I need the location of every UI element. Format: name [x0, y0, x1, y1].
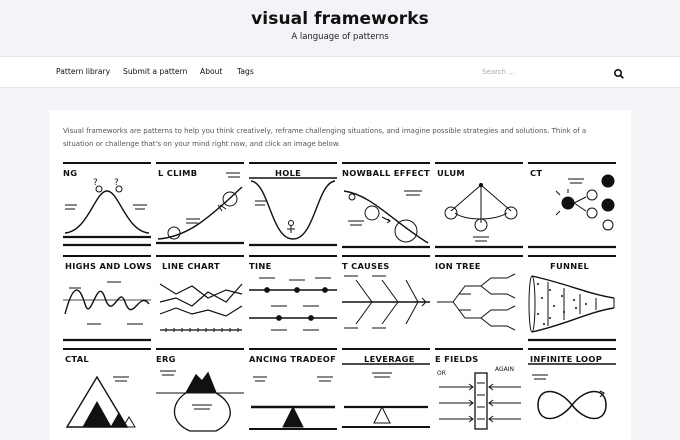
pattern-tile[interactable]: ERG	[156, 347, 244, 435]
hole-illustration	[249, 162, 337, 247]
impact-illustration	[528, 162, 616, 249]
pattern-tile[interactable]: T CAUSES	[342, 254, 430, 342]
pattern-title: LINE CHART	[162, 261, 221, 271]
pendulum-illustration	[435, 162, 523, 249]
pattern-tile[interactable]: LEVERAGE	[342, 347, 430, 435]
svg-text:?: ?	[93, 178, 98, 188]
pattern-title: NG	[63, 168, 78, 178]
pattern-title: HOLE	[275, 168, 302, 178]
pattern-title: L CLIMB	[158, 168, 198, 178]
pattern-title: CT	[530, 168, 543, 178]
pattern-title: E FIELDS	[435, 354, 479, 364]
nav-tags[interactable]: Tags	[237, 67, 254, 76]
site-header: visual frameworks A language of patterns	[0, 0, 680, 56]
pattern-title: TINE	[249, 261, 272, 271]
pattern-tile[interactable]: CTAL	[63, 347, 151, 435]
search-input[interactable]	[478, 65, 632, 79]
pattern-title: T CAUSES	[342, 261, 390, 271]
pattern-tile[interactable]: LINE CHART	[156, 254, 244, 342]
pattern-tile[interactable]: NG ? ?	[63, 161, 151, 249]
intro-text: Visual frameworks are patterns to help y…	[63, 127, 587, 148]
svg-text:?: ?	[114, 178, 119, 188]
pattern-title: CTAL	[65, 354, 90, 364]
pattern-title: INFINITE LOOP	[530, 354, 603, 364]
pattern-tile[interactable]: E FIELDS OR AGAIN	[435, 347, 523, 435]
search-button[interactable]	[612, 66, 626, 80]
pattern-tile[interactable]: ANCING TRADEOF	[249, 347, 337, 435]
infinite-loop-illustration	[528, 348, 616, 420]
pattern-title: LEVERAGE	[364, 354, 415, 364]
pattern-tile[interactable]: CT	[528, 161, 616, 249]
pattern-title: ERG	[156, 354, 176, 364]
force-fields-illustration: OR AGAIN	[435, 348, 523, 430]
site-tagline: A language of patterns	[291, 32, 389, 42]
nav-submit-pattern[interactable]: Submit a pattern	[123, 67, 188, 76]
decision-tree-illustration	[435, 255, 523, 331]
root-causes-illustration	[342, 255, 430, 329]
pattern-tile[interactable]: ULUM	[435, 161, 523, 249]
pattern-title: ANCING TRADEOF	[249, 354, 337, 364]
nav-bar: Pattern library Submit a pattern About T…	[0, 56, 680, 88]
timeline-illustration	[249, 255, 337, 331]
bell-curve-illustration: ? ?	[63, 162, 151, 247]
site-title[interactable]: visual frameworks	[251, 9, 429, 29]
search-icon	[613, 68, 624, 79]
funnel-illustration	[528, 255, 616, 342]
pattern-tile[interactable]: HIGHS AND LOWS	[63, 254, 151, 342]
pattern-title: HIGHS AND LOWS	[65, 261, 151, 271]
pattern-title: NOWBALL EFFECT	[342, 168, 430, 178]
pattern-tile[interactable]: INFINITE LOOP	[528, 347, 616, 435]
fractal-illustration	[63, 348, 151, 428]
svg-text:OR: OR	[437, 370, 446, 377]
nav-about[interactable]: About	[200, 67, 223, 76]
pattern-tile[interactable]: ION TREE	[435, 254, 523, 342]
pattern-tile[interactable]: HOLE	[249, 161, 337, 249]
pattern-tile[interactable]: FUNNEL	[528, 254, 616, 342]
pattern-title: ION TREE	[435, 261, 481, 271]
uphill-climb-illustration	[156, 162, 244, 245]
pattern-title: FUNNEL	[550, 261, 590, 271]
line-chart-illustration	[156, 255, 244, 332]
main-content: Visual frameworks are patterns to help y…	[49, 110, 631, 440]
snowball-effect-illustration	[342, 162, 430, 249]
pattern-title: ULUM	[437, 168, 465, 178]
pattern-tile[interactable]: NOWBALL EFFECT	[342, 161, 430, 249]
svg-text:AGAIN: AGAIN	[495, 366, 514, 373]
highs-and-lows-illustration	[63, 255, 151, 342]
pattern-tile[interactable]: L CLIMB	[156, 161, 244, 249]
pattern-tile[interactable]: TINE	[249, 254, 337, 342]
nav-pattern-library[interactable]: Pattern library	[56, 67, 111, 76]
